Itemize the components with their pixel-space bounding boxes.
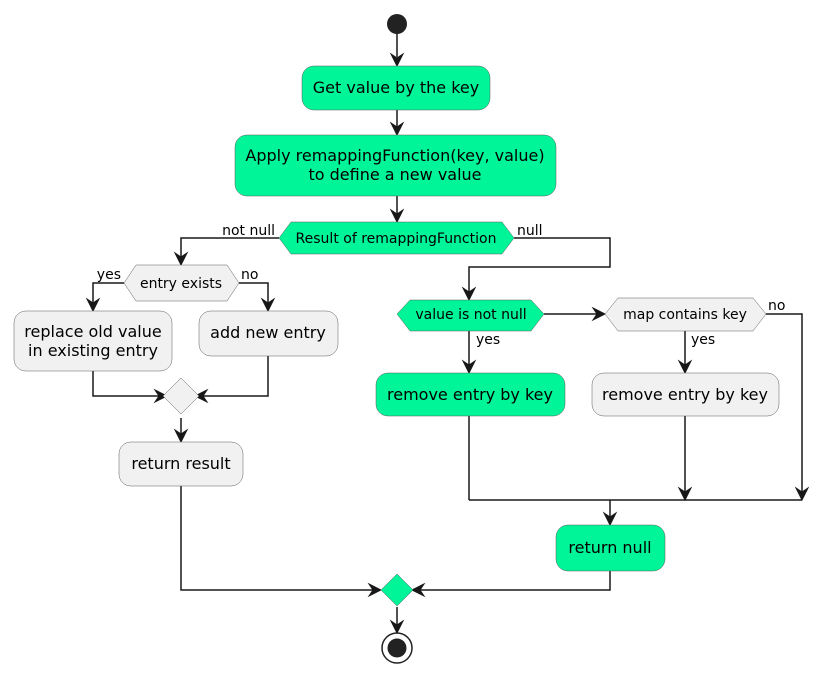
node-box	[234, 134, 557, 197]
node-label-line2: in existing entry	[28, 341, 158, 360]
remove-entry-node-1: remove entry by key	[375, 372, 566, 417]
node-box	[118, 441, 244, 487]
value-not-null-decision: value is not null	[396, 299, 545, 332]
final-node	[381, 632, 413, 664]
edge-return-null-end	[420, 571, 611, 591]
label-map-no: no	[768, 298, 785, 314]
entry-exists-decision: entry exists	[123, 264, 240, 302]
edge-replace-merge	[92, 371, 159, 397]
arrowhead	[389, 619, 405, 635]
edge-return-result-end	[180, 486, 373, 591]
edge-not-null-branch	[180, 237, 279, 257]
map-contains-key-decision: map contains key	[604, 297, 767, 332]
edge-add-merge	[203, 356, 269, 397]
label-entry-yes: yes	[97, 267, 121, 283]
return-result-node: return result	[118, 441, 244, 487]
arrowhead	[410, 582, 426, 598]
arrowhead	[677, 359, 693, 375]
decision-shape	[123, 264, 240, 302]
node-label-line2: to define a new value	[308, 165, 481, 184]
node-label: return null	[568, 538, 651, 557]
decision-label: Result of remappingFunction	[296, 231, 497, 247]
label-not-null: not null	[222, 223, 275, 239]
label-value-yes: yes	[476, 332, 500, 348]
arrowhead	[461, 286, 477, 302]
edge-entry-no	[239, 282, 269, 303]
arrowhead	[794, 486, 810, 502]
replace-old-value-node: replace old value in existing entry	[13, 310, 173, 372]
node-label: return result	[131, 454, 230, 473]
node-box	[198, 310, 339, 357]
arrowhead	[173, 251, 189, 267]
return-null-node: return null	[555, 524, 666, 572]
decision-shape	[396, 299, 545, 332]
arrowhead	[260, 297, 276, 313]
node-box	[13, 310, 173, 372]
result-decision: Result of remappingFunction	[278, 221, 515, 255]
node-box	[591, 372, 780, 417]
node-box	[375, 372, 566, 417]
decision-shape	[604, 297, 767, 332]
label-entry-no: no	[241, 267, 258, 283]
arrowhead	[389, 52, 405, 68]
decision-label: value is not null	[415, 307, 526, 323]
node-label-line1: replace old value	[24, 322, 161, 341]
remove-entry-node-2: remove entry by key	[591, 372, 780, 417]
node-label: remove entry by key	[602, 385, 768, 404]
edge-entry-yes	[92, 282, 124, 303]
node-label: Get value by the key	[313, 78, 479, 97]
label-null: null	[517, 223, 543, 239]
node-label: add new entry	[210, 323, 326, 342]
node-box	[301, 65, 491, 111]
node-label-line1: Apply remappingFunction(key, value)	[245, 146, 544, 165]
arrowhead	[602, 511, 618, 527]
arrowhead	[591, 306, 607, 322]
arrowheads	[85, 52, 810, 635]
label-map-yes: yes	[691, 332, 715, 348]
arrowhead	[389, 121, 405, 137]
arrowhead	[153, 388, 169, 404]
arrowhead	[461, 359, 477, 375]
arrowhead	[85, 297, 101, 313]
decision-label: map contains key	[623, 307, 747, 323]
arrowhead	[173, 428, 189, 444]
edges	[92, 34, 803, 625]
add-new-entry-node: add new entry	[198, 310, 339, 357]
decision-shape	[278, 221, 515, 255]
decision-label: entry exists	[140, 276, 222, 292]
get-value-node: Get value by the key	[301, 65, 491, 111]
merge-diamond-final	[380, 573, 414, 607]
start-node	[387, 14, 407, 34]
edge-null-branch	[468, 237, 611, 292]
arrowhead	[677, 486, 693, 502]
node-label: remove entry by key	[387, 385, 553, 404]
arrowhead	[193, 388, 209, 404]
node-box	[555, 524, 666, 572]
edge-map-no	[766, 313, 803, 492]
arrowhead	[389, 208, 405, 224]
arrowhead	[367, 582, 383, 598]
merge-diamond-left	[162, 377, 200, 415]
apply-remapping-node: Apply remappingFunction(key, value) to d…	[234, 134, 557, 197]
